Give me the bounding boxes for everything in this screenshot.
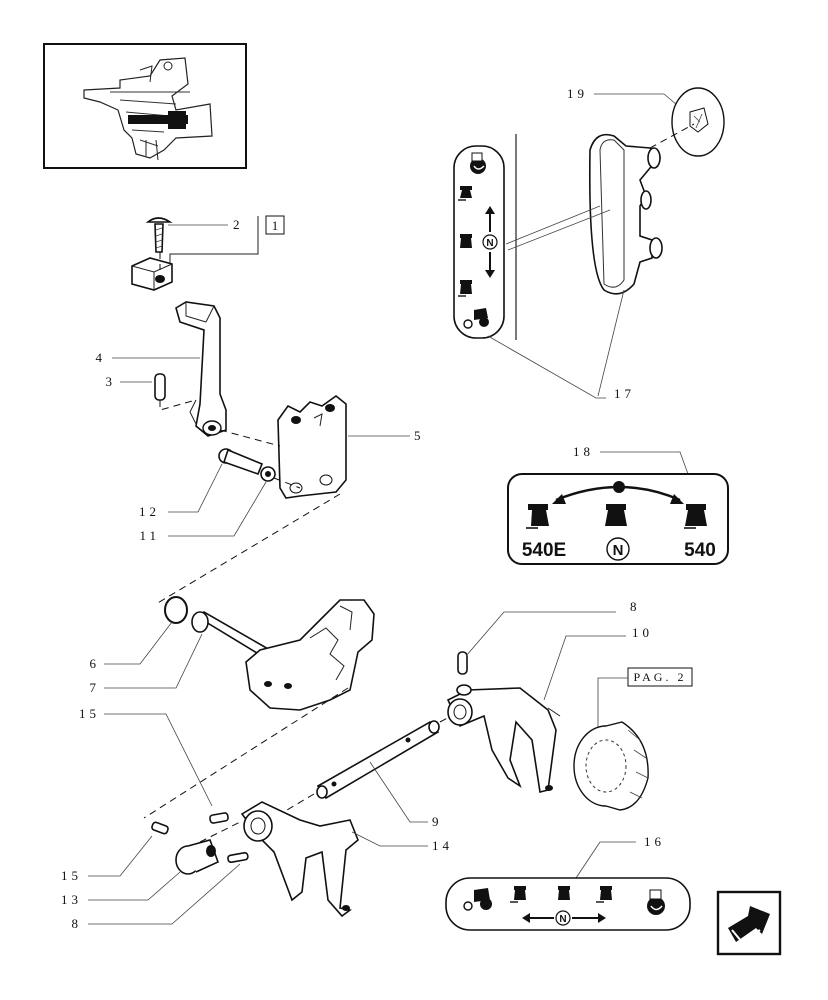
callout-8-upper: 8 <box>630 599 641 614</box>
callout-12: 12 <box>139 504 160 519</box>
callout-17: 17 <box>614 386 635 401</box>
part-13-collar <box>175 839 220 875</box>
neutral-icon: N <box>482 234 498 250</box>
thumbnail-assembly-image <box>83 57 213 161</box>
part-5-plate <box>277 394 347 499</box>
part-3-pin <box>154 373 166 401</box>
part-4-lever <box>175 301 227 437</box>
decal-18-pto-speed-selector: 540E N 540 <box>507 473 729 565</box>
page-reference-label: PAG. 2 <box>634 670 687 684</box>
part-11-washer <box>260 466 276 482</box>
pto-speed-icon-h1 <box>510 886 526 903</box>
pto-speed-icon-lower <box>458 280 472 297</box>
callout-13: 13 <box>61 892 82 907</box>
part-17-control-housing <box>588 133 663 295</box>
speed-label-540e: 540E <box>522 540 566 561</box>
part-6-o-ring <box>164 596 188 624</box>
part-15-pin-lower <box>151 821 169 835</box>
callout-18: 18 <box>573 444 594 459</box>
gear-coupling <box>573 721 649 811</box>
callout-3: 3 <box>106 374 117 389</box>
part-15-pin-upper <box>209 812 229 824</box>
part-8-pin-lower <box>227 851 249 864</box>
callout-2: 2 <box>233 217 244 232</box>
part-2-screw <box>145 217 173 253</box>
decal-17-vertical-selector: N <box>453 145 505 339</box>
tractor-icon <box>463 308 489 329</box>
callout-10: 10 <box>632 625 653 640</box>
spring-block <box>131 257 173 291</box>
pto-540-icon <box>684 504 707 529</box>
kit-reference-number: 1 <box>272 218 279 233</box>
svg-text:N: N <box>486 238 493 249</box>
part-7-selector-shaft <box>191 599 375 711</box>
part-8-pin-upper <box>457 651 468 675</box>
engage-lever-icon <box>470 152 486 174</box>
callout-15-lower: 15 <box>61 868 82 883</box>
part-10-shift-fork <box>446 684 561 793</box>
callout-11: 11 <box>139 528 160 543</box>
callout-19: 19 <box>567 86 588 101</box>
speed-label-540: 540 <box>684 540 716 561</box>
pto-speed-icon-middle <box>460 234 472 248</box>
tractor-icon-h <box>463 888 492 911</box>
decal-16-horizontal-selector: N <box>445 877 691 931</box>
locator-thumbnail <box>43 43 247 169</box>
page-reference-box <box>627 667 693 687</box>
pto-neutral-icon <box>605 504 627 526</box>
callout-6: 6 <box>90 656 101 671</box>
engage-lever-icon-h <box>647 889 665 915</box>
pto-540e-icon <box>526 504 549 529</box>
part-9-rod <box>316 720 440 800</box>
down-arrow-icon <box>485 252 495 278</box>
pto-speed-icon-h3 <box>596 886 612 903</box>
callout-7: 7 <box>90 680 101 695</box>
callout-4: 4 <box>96 350 107 365</box>
next-page-arrow-icon[interactable] <box>716 890 782 956</box>
left-right-arrow-icon: N <box>522 910 606 926</box>
part-12-bolt <box>218 448 264 476</box>
callout-14: 14 <box>432 838 453 853</box>
callout-16: 16 <box>644 834 665 849</box>
pto-speed-icon-upper <box>458 186 472 201</box>
callout-5: 5 <box>414 428 425 443</box>
svg-text:N: N <box>559 914 566 925</box>
callout-15-upper: 15 <box>79 706 100 721</box>
part-14-shift-fork <box>240 801 359 918</box>
callout-9: 9 <box>432 814 443 829</box>
pto-speed-icon-h2 <box>558 886 570 900</box>
speed-label-neutral: N <box>613 542 624 559</box>
kit-reference-box <box>265 215 285 235</box>
part-19-knob-cap <box>671 87 725 157</box>
callout-8-lower: 8 <box>72 916 83 931</box>
up-arrow-icon <box>485 206 495 232</box>
